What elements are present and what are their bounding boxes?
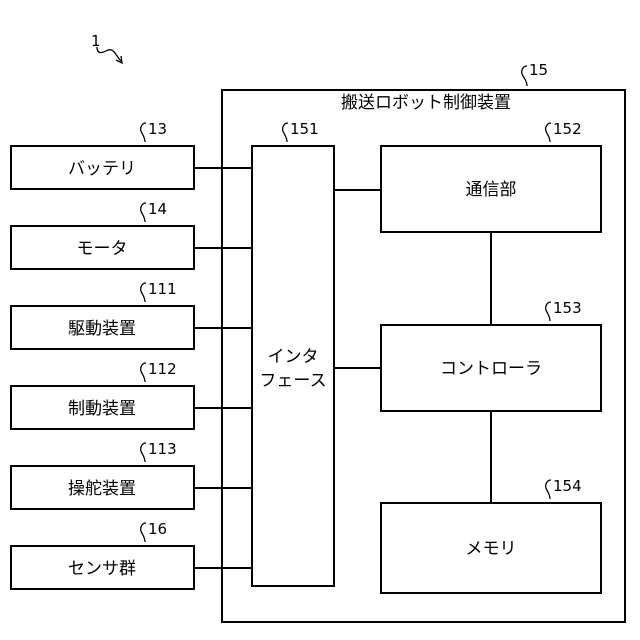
device-label-steering: 操舵装置 (68, 479, 136, 499)
device-ref-battery: 13 (148, 120, 167, 138)
interface-ref: 151 (290, 120, 319, 138)
device-ref-brake: 112 (148, 360, 177, 378)
controller-ref: 15 (529, 61, 548, 79)
device-ref-leader-sensors (141, 523, 146, 542)
device-label-motor: モータ (77, 239, 128, 259)
comm-unit-label: 通信部 (466, 180, 517, 200)
control-unit-ref: 153 (553, 299, 582, 317)
interface-label-line2: フェース (259, 371, 326, 391)
memory-label: メモリ (466, 539, 517, 559)
device-label-sensors: センサ群 (68, 559, 136, 579)
controller-title: 搬送ロボット制御装置 (341, 93, 511, 113)
device-label-brake: 制動装置 (68, 399, 136, 419)
figure-ref-label: 1 (91, 32, 101, 50)
device-ref-sensors: 16 (148, 520, 167, 538)
device-ref-steering: 113 (148, 440, 177, 458)
control-unit-label: コントローラ (440, 359, 542, 379)
device-label-drive: 駆動装置 (68, 319, 136, 339)
device-ref-leader-drive (141, 283, 146, 302)
device-ref-leader-battery (141, 123, 146, 142)
device-label-battery: バッテリ (68, 159, 136, 179)
memory-ref: 154 (553, 477, 582, 495)
device-ref-leader-steering (141, 443, 146, 462)
device-ref-leader-motor (141, 203, 146, 222)
device-ref-motor: 14 (148, 200, 167, 218)
figure-ref-arrow (97, 47, 121, 61)
interface-label-line1: インタ (268, 347, 319, 367)
device-ref-drive: 111 (148, 280, 177, 298)
controller-ref-leader (522, 66, 527, 86)
device-ref-leader-brake (141, 363, 146, 382)
comm-unit-ref: 152 (553, 120, 582, 138)
